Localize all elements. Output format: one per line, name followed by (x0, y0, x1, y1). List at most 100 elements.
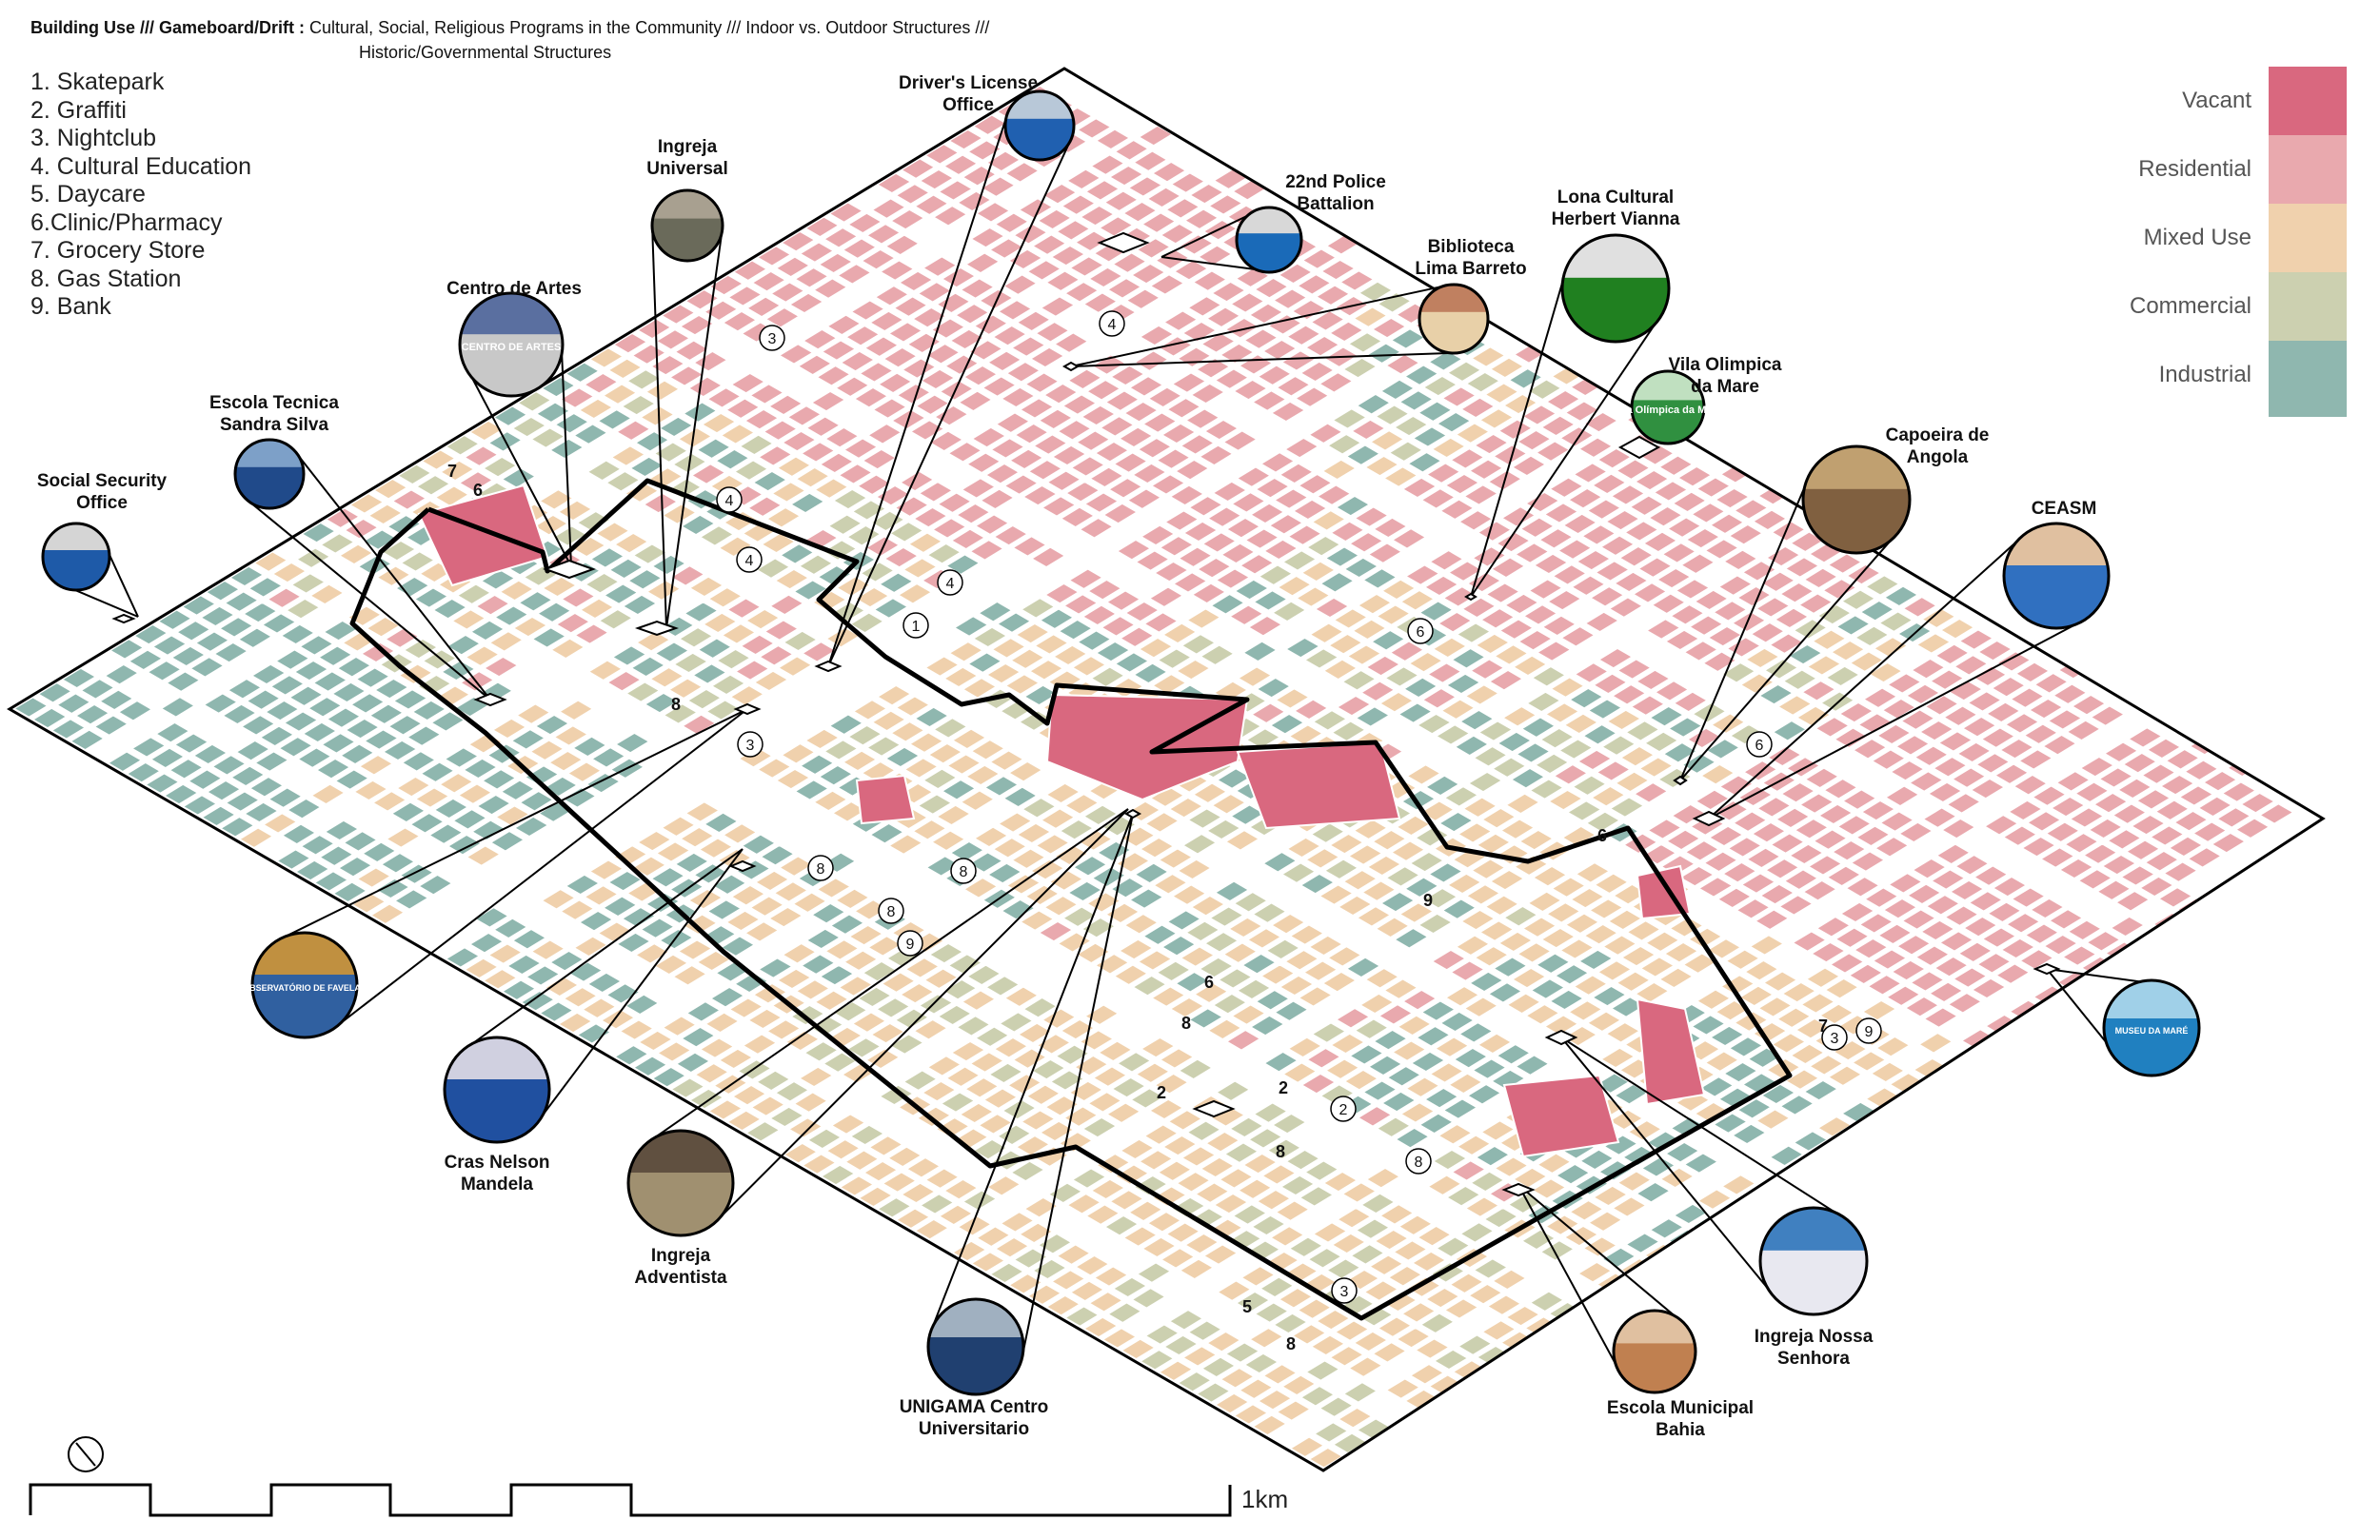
parcel (626, 369, 662, 390)
parcel (1815, 717, 1850, 738)
parcel (1203, 1244, 1239, 1265)
parcel (1163, 310, 1199, 331)
parcel (561, 587, 596, 608)
parcel (1208, 194, 1243, 215)
parcel (1470, 659, 1505, 680)
parcel (1355, 706, 1390, 727)
parcel (1980, 727, 2015, 748)
parcel (1405, 1076, 1440, 1097)
parcel (207, 780, 242, 801)
parcel (1250, 1015, 1285, 1037)
parcel (1153, 874, 1188, 895)
parcel (1375, 405, 1410, 425)
parcel (644, 692, 679, 714)
parcel (1057, 420, 1092, 441)
parcel (2178, 785, 2213, 806)
parcel (302, 721, 337, 743)
legend-residential: Residential (2085, 135, 2347, 211)
parcel (562, 787, 597, 808)
parcel (413, 587, 448, 608)
parcel (2128, 727, 2163, 748)
parcel (326, 707, 361, 728)
parcel (1234, 579, 1269, 601)
parcel (637, 830, 672, 852)
parcel (1469, 459, 1504, 480)
parcel (1175, 459, 1210, 481)
parcel (902, 1070, 938, 1091)
parcel (181, 595, 216, 616)
parcel (290, 573, 326, 594)
parcel (411, 700, 446, 721)
parcel (1018, 1022, 1053, 1044)
parcel (2030, 898, 2065, 919)
parcel (1458, 510, 1494, 531)
parcel (1030, 346, 1065, 368)
program-marker: 6 (1407, 618, 1434, 644)
parcel (910, 420, 945, 441)
parcel (1157, 1160, 1192, 1181)
parcel (573, 936, 608, 958)
parcel (1272, 601, 1307, 622)
parcel (1462, 797, 1497, 818)
parcel (1590, 586, 1625, 607)
parcel (1783, 869, 1818, 890)
parcel (1616, 459, 1651, 480)
parcel (1696, 989, 1731, 1010)
parcel (1859, 600, 1894, 622)
parcel (361, 642, 396, 663)
parcel (991, 638, 1026, 659)
parcel (1664, 629, 1700, 651)
parcel (1670, 604, 1705, 625)
parcel (963, 878, 999, 898)
parcel (1075, 1254, 1110, 1276)
parcel (1032, 234, 1067, 255)
parcel (320, 533, 355, 554)
parcel (358, 755, 393, 776)
parcel (1181, 321, 1217, 343)
parcel (1734, 1011, 1769, 1032)
parcel (1179, 1258, 1214, 1280)
parcel (1540, 415, 1576, 437)
parcel (487, 943, 523, 964)
parcel (1854, 625, 1890, 647)
parcel (2154, 800, 2190, 820)
parcel (1096, 1154, 1131, 1175)
parcel (786, 405, 822, 426)
parcel (239, 827, 274, 848)
parcel (1802, 879, 1837, 901)
parcel (747, 496, 783, 517)
parcel (1201, 532, 1237, 553)
parcel (321, 733, 356, 754)
parcel (653, 442, 688, 463)
parcel (400, 551, 435, 572)
legend-label: Mixed Use (2143, 225, 2251, 250)
svg-text:5: 5 (1242, 1297, 1252, 1316)
parcel (1505, 1305, 1540, 1327)
parcel (1683, 641, 1718, 661)
parcel (164, 783, 199, 805)
parcel (1305, 1360, 1340, 1381)
parcel (1003, 474, 1039, 495)
parcel (1222, 942, 1258, 963)
parcel (1214, 880, 1250, 902)
parcel (520, 990, 555, 1012)
parcel (888, 322, 923, 343)
parcel (1223, 1142, 1259, 1163)
program-item: 5. Daycare (30, 181, 146, 207)
parcel (995, 1236, 1030, 1258)
parcel (1231, 492, 1266, 513)
legend-commercial: Commercial (2085, 272, 2347, 348)
parcel (300, 835, 335, 856)
parcel (1476, 833, 1511, 855)
parcel (1539, 727, 1575, 749)
parcel (894, 1008, 929, 1029)
photo-callout (1560, 233, 1671, 344)
parcel (704, 300, 739, 321)
parcel (1716, 887, 1752, 909)
parcel (1041, 808, 1076, 829)
parcel (1441, 898, 1477, 919)
parcel (1755, 597, 1791, 618)
svg-text:9: 9 (1423, 891, 1433, 910)
parcel (732, 260, 767, 281)
